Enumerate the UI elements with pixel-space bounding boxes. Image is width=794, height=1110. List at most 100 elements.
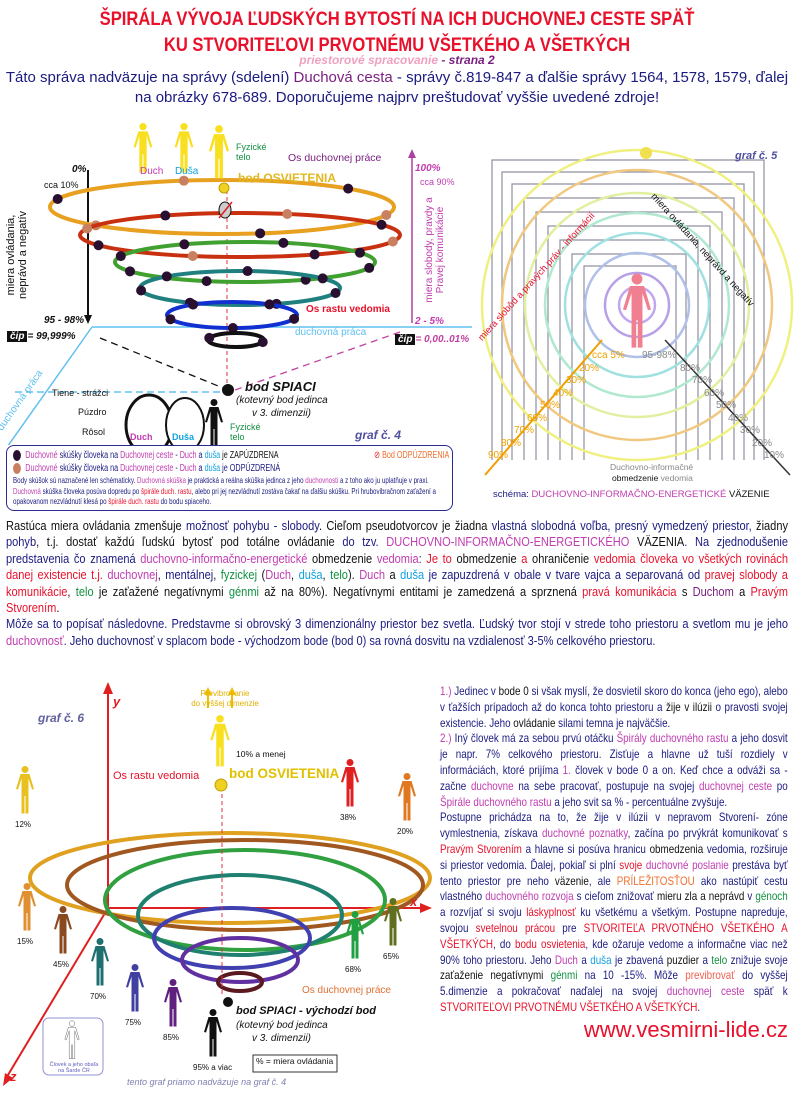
text-segment: pohyb bbox=[6, 534, 37, 550]
g4-os-rastu-vedomia: Os rastu vedomia bbox=[306, 304, 390, 315]
text-segment: o pravosti svojej existencie. Jeho bbox=[440, 699, 788, 730]
z-axis-label: z bbox=[10, 1069, 17, 1084]
figure-pct-label: 38% bbox=[340, 813, 356, 822]
text-segment: a bbox=[521, 550, 528, 566]
awareness-circle bbox=[500, 168, 774, 442]
spiral-ring bbox=[113, 240, 377, 284]
g6-bod-spiaci: bod SPIACI - východzí bod bbox=[236, 1005, 376, 1017]
text-segment: Pravým Stvorením bbox=[6, 583, 788, 616]
text-segment: si však myslí, že dosvietil skoro do kon… bbox=[440, 684, 788, 714]
figure-pct-label: 12% bbox=[15, 820, 31, 829]
spiral-ring bbox=[65, 838, 425, 932]
figure-pct-label: 75% bbox=[125, 1018, 141, 1027]
text-segment: duša bbox=[204, 463, 221, 474]
test-point-dot bbox=[93, 240, 104, 251]
human-figure-icon bbox=[18, 883, 36, 931]
control-pct-label: 30% bbox=[740, 425, 761, 436]
awareness-circle bbox=[583, 251, 691, 359]
freedom-pct-label: 70% bbox=[514, 425, 535, 436]
previbrovanie-2: do vyššej dimenzie bbox=[191, 699, 259, 708]
g5-note-2b: vedomia bbox=[658, 473, 693, 483]
arrow-up-icon bbox=[204, 687, 236, 695]
text-segment: mieru zla a neprávd bbox=[656, 889, 745, 904]
physical-body-icon bbox=[205, 399, 223, 445]
text-segment: ). bbox=[347, 567, 360, 583]
subtitle-page: - strana 2 bbox=[438, 53, 495, 67]
x-arrow-icon bbox=[420, 903, 432, 913]
text-segment: žiadny bbox=[751, 518, 788, 533]
text-segment: duchovného rozvoja bbox=[485, 889, 574, 904]
text-segment: ohraničenie bbox=[527, 550, 594, 566]
text-segment: pre bbox=[555, 920, 584, 935]
text-segment: a rozvíjať si svoju bbox=[440, 905, 527, 920]
top-yellow-figure-icon bbox=[210, 715, 230, 767]
g4-cip-left: čip= 99,999% bbox=[7, 331, 76, 343]
figure-pct-label: 20% bbox=[397, 827, 413, 836]
text-segment: duchovnosti bbox=[305, 475, 339, 485]
test-point-dot bbox=[354, 247, 365, 258]
dusa-egg-icon bbox=[165, 397, 205, 445]
legend-row-enclosed: Duchovné skúšky človeka na Duchovnej ces… bbox=[13, 449, 449, 462]
website-link[interactable]: www.vesmirni-lide.cz bbox=[583, 1016, 788, 1042]
figure-pct-label: 95% a viac bbox=[193, 1063, 232, 1072]
text-segment: Duch bbox=[359, 567, 386, 583]
text-segment: a z toho ako ju uplatňuje v praxi. bbox=[338, 475, 429, 485]
text-segment: duchovnosť bbox=[6, 632, 64, 648]
text-segment: vlastná slobodná voľba, presný vymedzený… bbox=[491, 518, 752, 533]
spiral-ring bbox=[152, 906, 312, 970]
test-point-dot bbox=[364, 262, 375, 273]
graph-4-label: graf č. 4 bbox=[355, 428, 402, 442]
freedom-pct-label: 60% bbox=[527, 412, 548, 424]
text-segment: je ODPÚZDRENÁ bbox=[220, 463, 281, 474]
test-point-dot bbox=[289, 313, 300, 324]
test-point-dot bbox=[381, 209, 392, 220]
test-point-dot bbox=[165, 314, 176, 325]
test-point-dot bbox=[309, 249, 320, 260]
text-segment: a jeho svit sa % - percentuálne zvyšuje. bbox=[551, 794, 728, 809]
g4-right-axis-label: miera slobody, pravdy a Pravej komunikác… bbox=[424, 197, 446, 303]
text-segment: duchovné poznatky bbox=[542, 826, 628, 841]
text-segment: . Jeho duchovnosť v splacom bode - výcho… bbox=[63, 632, 656, 648]
g4-tiene-label: Tiene - strážci bbox=[52, 388, 109, 398]
text-segment: mentálnej bbox=[165, 567, 214, 583]
text-segment: je zaťažené negatívnymi bbox=[93, 583, 229, 599]
schema-prefix: schéma: bbox=[493, 489, 532, 500]
awareness-circle bbox=[603, 271, 671, 339]
legend-note: Body skúšok sú naznačené len schématicky… bbox=[13, 475, 449, 507]
text-segment: a jeho dosvit je napr. 7% celkového prie… bbox=[440, 731, 788, 777]
text-segment: Duchovná bbox=[13, 485, 41, 496]
intro-text: Táto správa nadväzuje na správy (sdelení… bbox=[0, 68, 794, 108]
figure-pct-label: 15% bbox=[17, 937, 33, 946]
outline-figure-icon bbox=[64, 1020, 80, 1060]
text-segment: duchovne bbox=[470, 778, 514, 793]
test-point-dot bbox=[178, 175, 189, 186]
text-segment: a hlavne si posúva hranicu bbox=[521, 841, 650, 856]
text-segment: VÄZENIA bbox=[629, 534, 685, 550]
x-axis-label: x bbox=[410, 894, 418, 909]
g6-os-duchovnej-prace: Os duchovnej práce bbox=[302, 985, 391, 996]
freedom-pct-label: 20% bbox=[579, 362, 600, 374]
g4-telo-body-label: Fyzické telo bbox=[230, 422, 261, 442]
text-segment: a bbox=[577, 952, 591, 967]
g4-puzdro-label: Púzdro bbox=[78, 407, 107, 417]
text-segment: vedomia bbox=[376, 550, 419, 566]
text-segment: Duch bbox=[554, 952, 578, 967]
pct-legend-box bbox=[252, 1054, 338, 1073]
previbrovanie-1: Previbrovanie bbox=[200, 689, 250, 698]
g4-pct-100: 100% bbox=[415, 163, 441, 174]
g4-bod-osvietenia: bod OSVIETENIA bbox=[238, 171, 337, 185]
text-segment: Duchovnej ceste bbox=[120, 463, 174, 474]
g4-rosol-label: Rôsol bbox=[82, 427, 106, 437]
figure-pct-label: 85% bbox=[163, 1033, 179, 1042]
test-point-dot bbox=[115, 251, 126, 262]
confinement-square bbox=[547, 225, 711, 460]
text-segment: - správy č.819-847 a ďalšie správy 1564,… bbox=[134, 69, 789, 106]
g5-note-2: obmedzenie vedomia bbox=[612, 473, 693, 484]
z-axis bbox=[4, 907, 109, 1081]
bod-spiaci-marker bbox=[223, 997, 233, 1007]
text-segment: do bodu spiaceho. bbox=[158, 496, 212, 506]
text-segment: žije v ilúzii bbox=[666, 699, 712, 714]
text-segment: skúška človeka posúva dopredu po bbox=[40, 485, 141, 496]
